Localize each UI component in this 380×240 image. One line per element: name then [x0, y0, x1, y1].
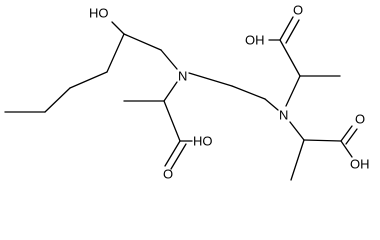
bond-co-dbl3b — [345, 128, 358, 145]
bond-co-dbl3a — [340, 125, 353, 142]
bond-ch2-n-left — [160, 49, 178, 70]
atom-label-carbonyl-oxygen-1: O — [293, 3, 303, 18]
bond-n-left-ch2 — [163, 81, 178, 102]
bond-n-right-ch3 — [289, 121, 305, 141]
atom-label-hydroxyl-acid-1: OH — [245, 33, 265, 48]
bond-c4-c5 — [44, 87, 71, 113]
atom-label-hydroxyl-acid-3: OH — [350, 157, 370, 172]
bond-c2-c3 — [106, 33, 125, 73]
bond-co-dbl2b — [170, 143, 187, 170]
bond-n-right-ch — [285, 75, 301, 107]
atom-label-carbonyl-oxygen-3: O — [355, 112, 365, 127]
bond-bridge-n-right — [264, 98, 279, 111]
bond-bridge — [231, 85, 266, 100]
atom-labels: HO N N O OH HO O O OH — [89, 3, 370, 182]
bond-c3-c4 — [69, 71, 108, 89]
atom-label-nitrogen-left: N — [178, 69, 187, 84]
bond-c-oh3 — [340, 140, 353, 158]
atom-label-carbonyl-oxygen-2: O — [163, 167, 173, 182]
bond-lines — [4, 16, 358, 181]
bond-co-dbl1a — [279, 16, 294, 41]
bond-oh-c2 — [111, 21, 125, 35]
bond-ch-cooh1 — [279, 39, 301, 77]
atom-label-nitrogen-right: N — [279, 108, 288, 123]
bond-n-left-bridge — [188, 72, 233, 87]
atom-label-hydroxyl-acid-2: HO — [193, 134, 213, 149]
chemical-structure: HO N N O OH HO O O OH — [4, 3, 370, 182]
atom-label-hydroxyl: HO — [89, 6, 109, 21]
bond-ch2-cooh — [163, 100, 181, 142]
bond-co-dbl1b — [285, 19, 300, 44]
bond-ch3-cooh — [303, 139, 342, 142]
bond-co-dbl2a — [164, 140, 181, 167]
bond-c2-ch2 — [123, 33, 162, 51]
bond-ch3-methyl — [290, 139, 305, 181]
